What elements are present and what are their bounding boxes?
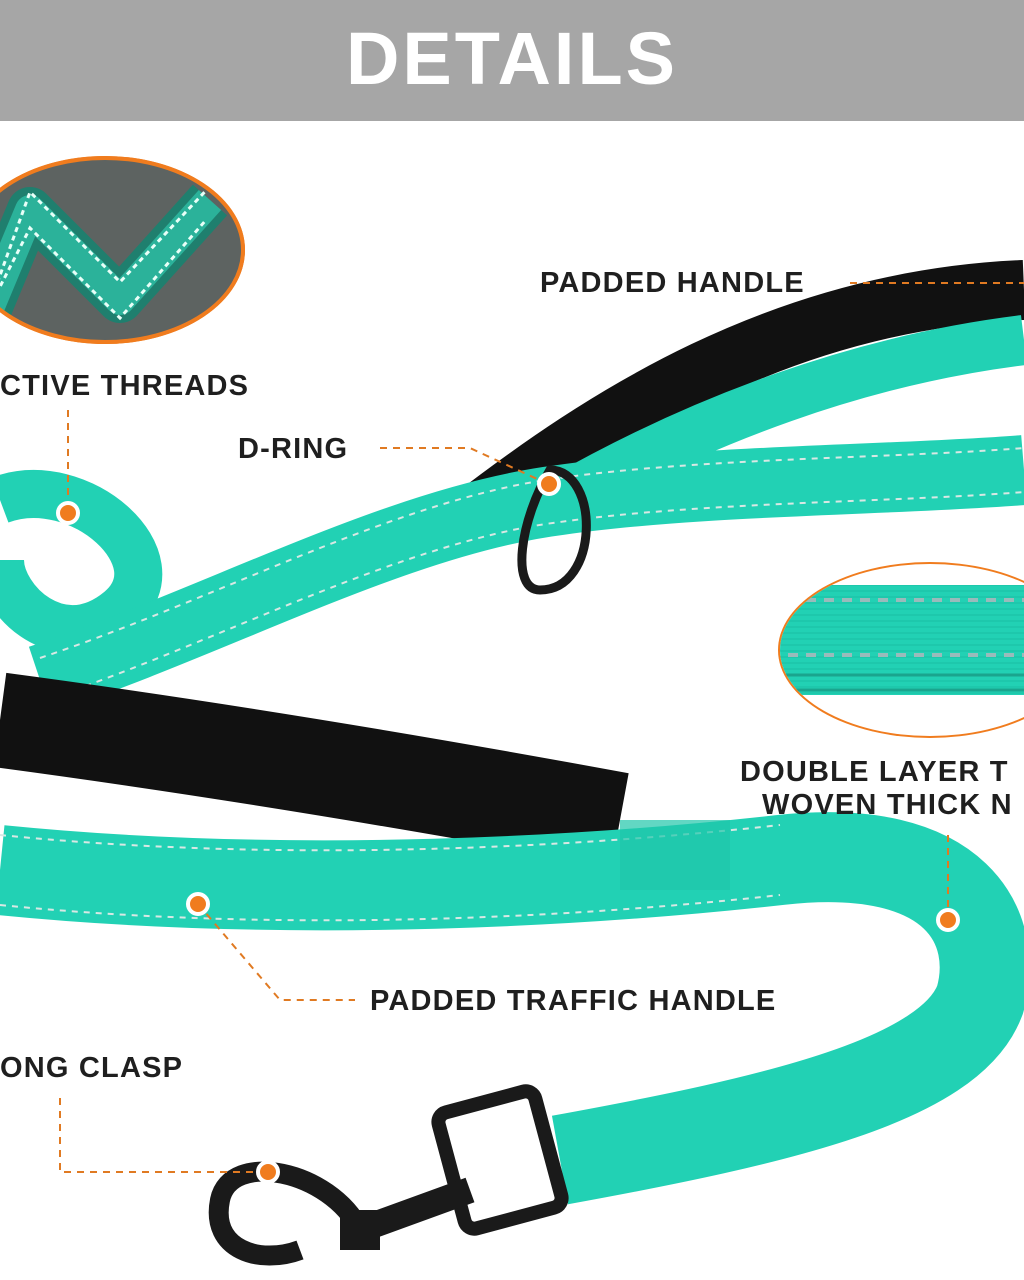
callout-dots xyxy=(56,472,960,1184)
callouts xyxy=(59,282,1024,1173)
leash-illustration xyxy=(0,156,1024,1266)
label-padded-handle: PADDED HANDLE xyxy=(540,267,805,299)
leash-strap xyxy=(0,435,1024,1205)
snap-clasp xyxy=(208,1084,569,1266)
dot-double-layer xyxy=(936,908,960,932)
label-double-layer-line1: DOUBLE LAYER T xyxy=(740,756,1009,788)
header-banner: DETAILS xyxy=(0,0,1024,121)
reflective-thread-zoom xyxy=(0,156,245,344)
dot-clasp xyxy=(256,1160,280,1184)
webbing-zoom xyxy=(778,562,1024,738)
dot-traffic-handle xyxy=(186,892,210,916)
dot-reflective xyxy=(56,501,80,525)
dot-d-ring xyxy=(537,472,561,496)
label-clasp: ONG CLASP xyxy=(0,1052,184,1084)
label-reflective-threads: CTIVE THREADS xyxy=(0,370,250,402)
d-ring xyxy=(517,465,591,595)
label-double-layer-line2: WOVEN THICK N xyxy=(762,789,1013,821)
label-padded-traffic-handle: PADDED TRAFFIC HANDLE xyxy=(370,985,777,1017)
page-title: DETAILS xyxy=(345,17,679,100)
label-d-ring: D-RING xyxy=(238,433,349,465)
